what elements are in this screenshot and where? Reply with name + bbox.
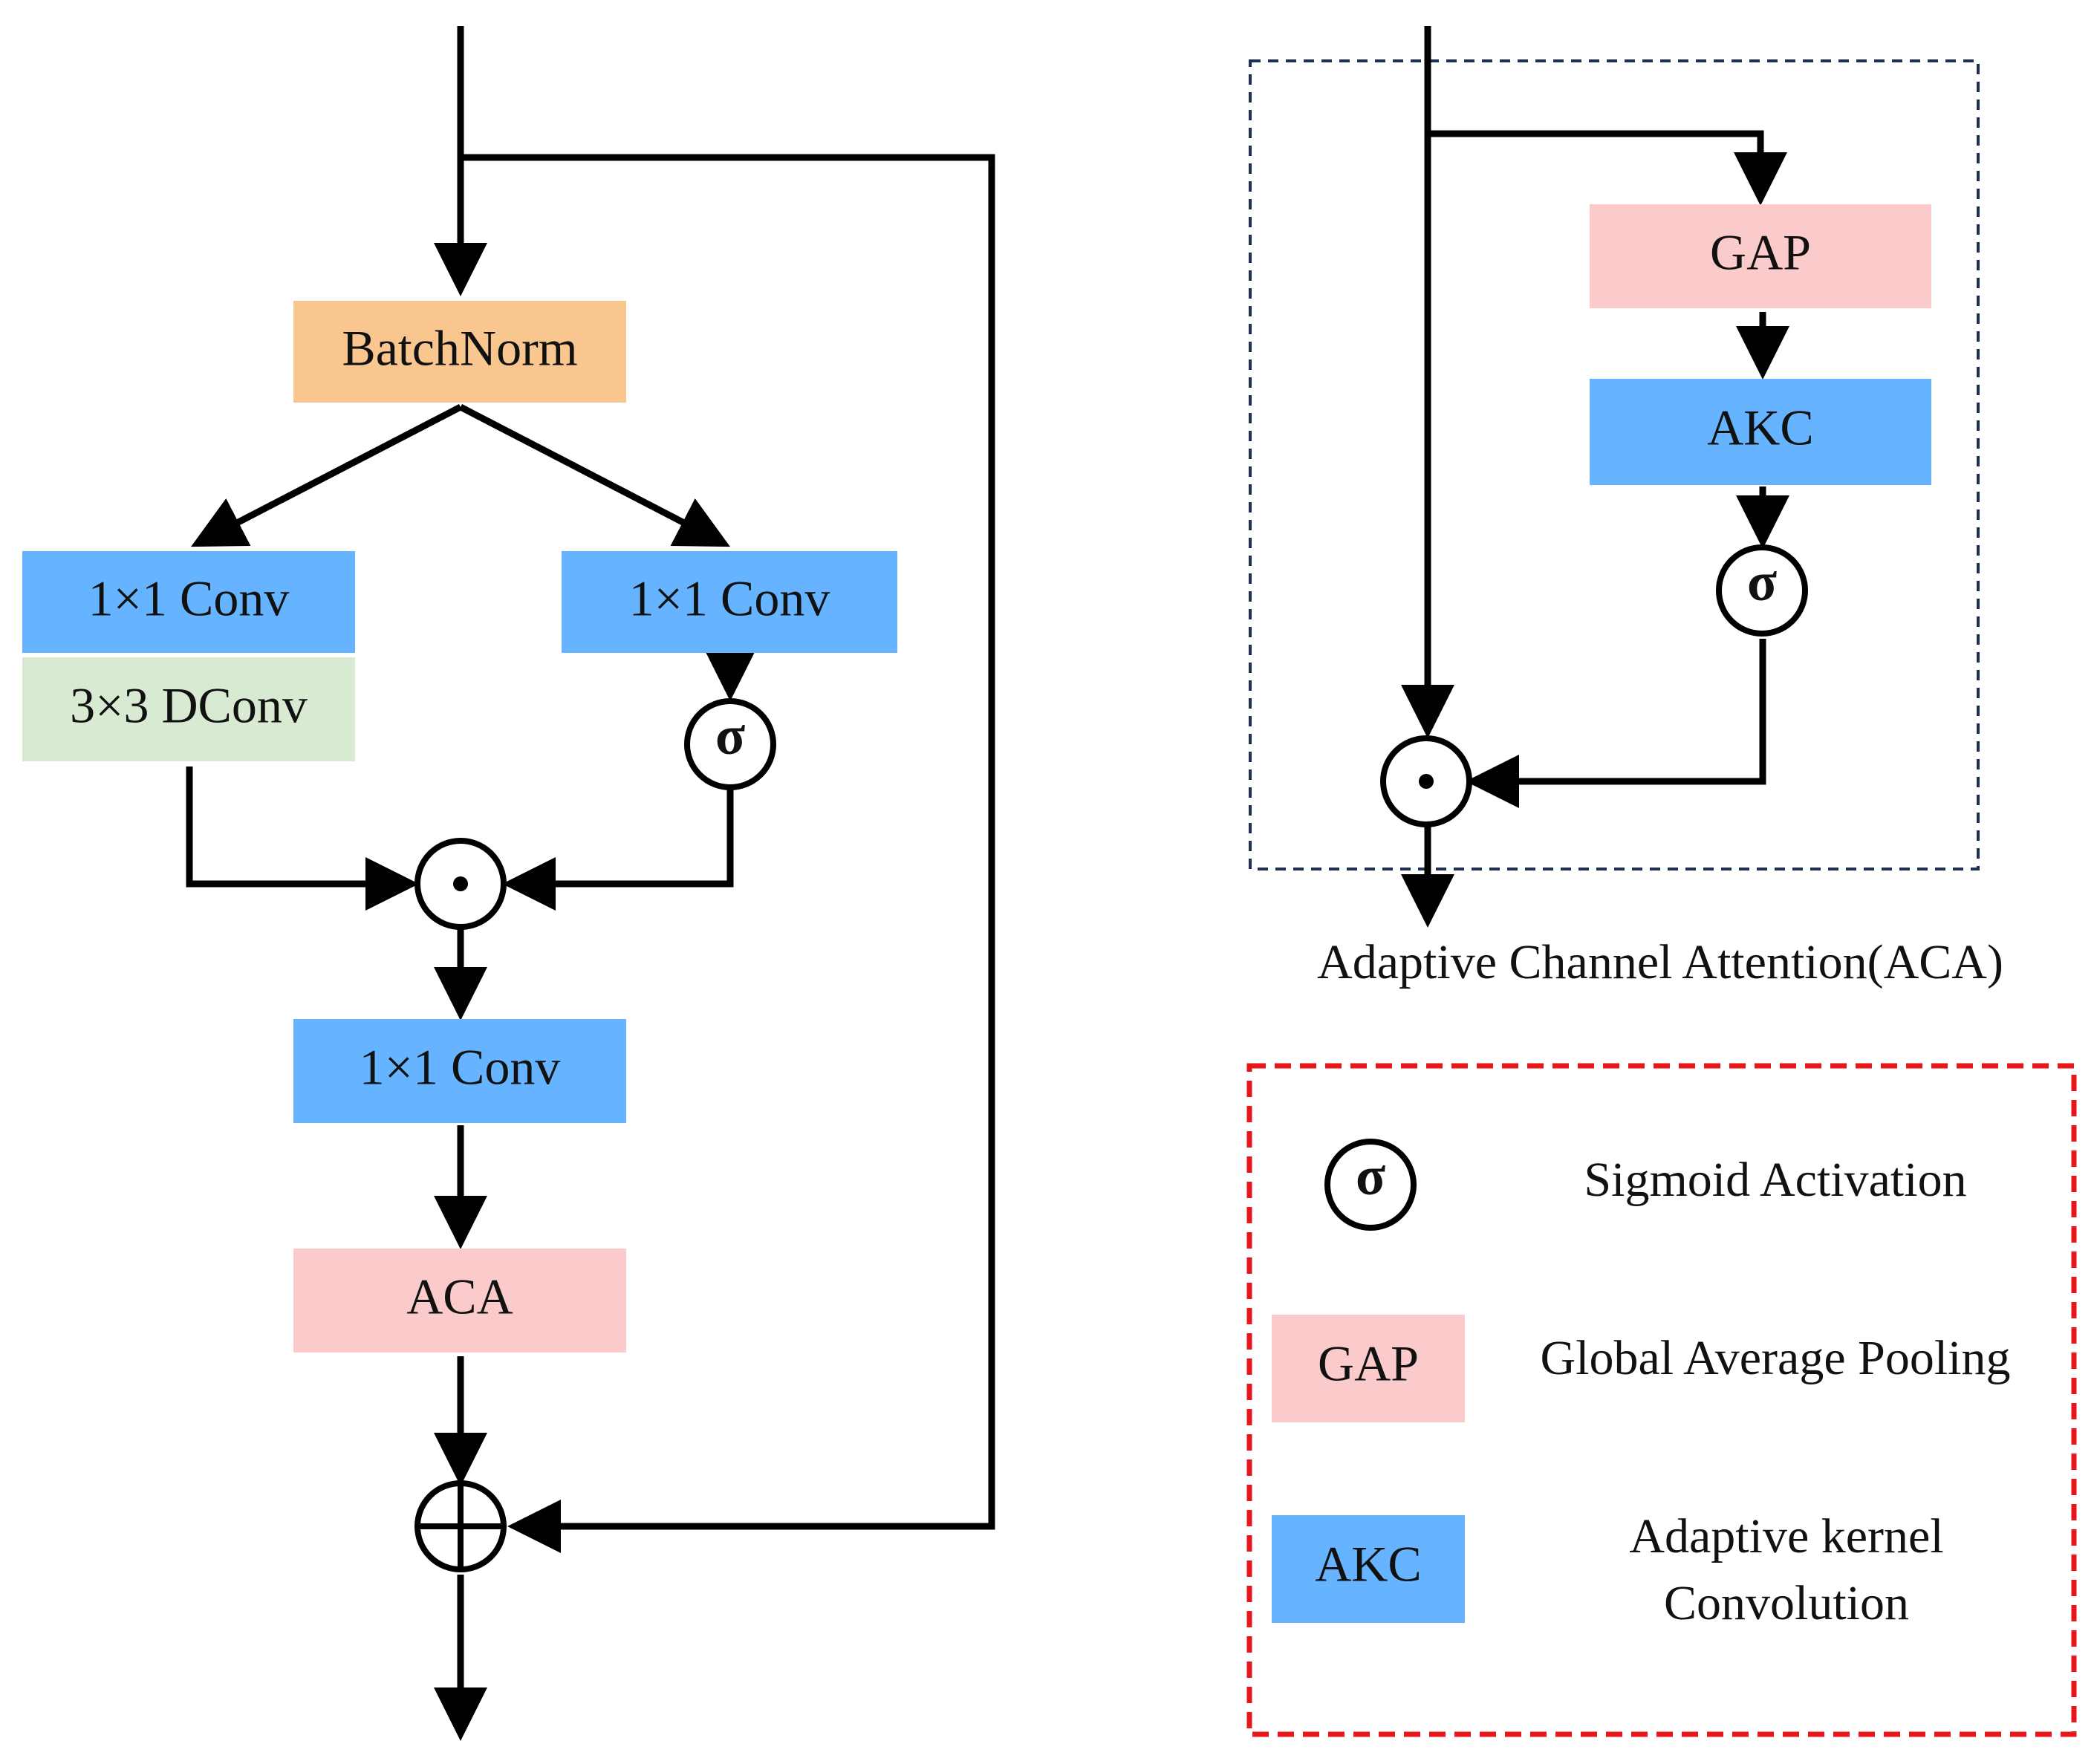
conv-out-box <box>293 1019 626 1123</box>
legend-akc-box <box>1272 1515 1465 1623</box>
aca-gap-box <box>1590 204 1931 308</box>
aca-gap-node: GAP <box>1590 204 1931 308</box>
aca-label: ACA <box>406 1269 513 1325</box>
aca-akc-node: AKC <box>1590 379 1931 485</box>
conv-right-box <box>562 551 897 653</box>
legend-gap-desc: Global Average Pooling <box>1541 1331 2011 1385</box>
conv-left-box <box>22 551 355 653</box>
sigma-to-mul-aca-arrow <box>1466 639 1766 808</box>
legend-akc-label: AKC <box>1315 1536 1422 1592</box>
sigma-icon: σ <box>684 698 776 790</box>
legend-akc-desc-line1: Adaptive kernel <box>1629 1509 1943 1563</box>
aca-multiply-icon <box>1380 735 1472 827</box>
aca-akc-box <box>1590 379 1931 485</box>
legend-gap-label: GAP <box>1318 1335 1419 1392</box>
dconv-label: 3×3 DConv <box>70 677 308 734</box>
aca-sigma-icon: σ <box>1716 544 1808 637</box>
branch-right-arrow <box>458 404 730 547</box>
aca-dashed-frame <box>1249 59 1980 870</box>
aca-caption: Adaptive Channel Attention(ACA) <box>1317 935 2003 989</box>
aca-gap-label: GAP <box>1710 224 1811 281</box>
dconv-node: 3×3 DConv <box>22 657 355 761</box>
aca-branch-arrow <box>1428 130 1787 206</box>
conv-right-label: 1×1 Conv <box>629 570 830 627</box>
aca-box <box>293 1249 626 1353</box>
legend-sigma-symbol: σ <box>1356 1146 1385 1207</box>
batchnorm-label: BatchNorm <box>342 320 577 377</box>
legend-sigma-desc: Sigmoid Activation <box>1584 1153 1966 1207</box>
dconv-box <box>22 657 355 761</box>
batchnorm-node: BatchNorm <box>293 301 626 403</box>
sigma-to-mul-arrow <box>502 789 734 911</box>
conv-out-node: 1×1 Conv <box>293 1019 626 1123</box>
conv-left-node: 1×1 Conv <box>22 551 355 653</box>
legend-sigma-icon: σ <box>1324 1139 1417 1231</box>
conv-left-label: 1×1 Conv <box>88 570 290 627</box>
legend-frame <box>1246 1063 2077 1737</box>
add-icon <box>414 1480 507 1572</box>
legend-gap: GAP <box>1272 1315 1465 1422</box>
legend-gap-box <box>1272 1315 1465 1422</box>
branch-left-arrow <box>191 404 463 547</box>
dconv-to-mul-arrow <box>186 767 419 911</box>
batchnorm-box <box>293 301 626 403</box>
legend-akc-desc-line2: Convolution <box>1664 1576 1909 1630</box>
aca-node: ACA <box>293 1249 626 1353</box>
aca-detail-lines <box>1401 26 1789 928</box>
legend-akc: AKC <box>1272 1515 1465 1623</box>
sigma-label: σ <box>715 706 745 767</box>
aca-sigma-label: σ <box>1747 552 1777 613</box>
conv-out-label: 1×1 Conv <box>360 1039 561 1096</box>
conv-right-node: 1×1 Conv <box>562 551 897 653</box>
multiply-icon <box>414 838 507 930</box>
aca-akc-label: AKC <box>1707 400 1814 456</box>
main-block <box>186 26 995 1741</box>
skip-connection <box>461 154 995 1553</box>
